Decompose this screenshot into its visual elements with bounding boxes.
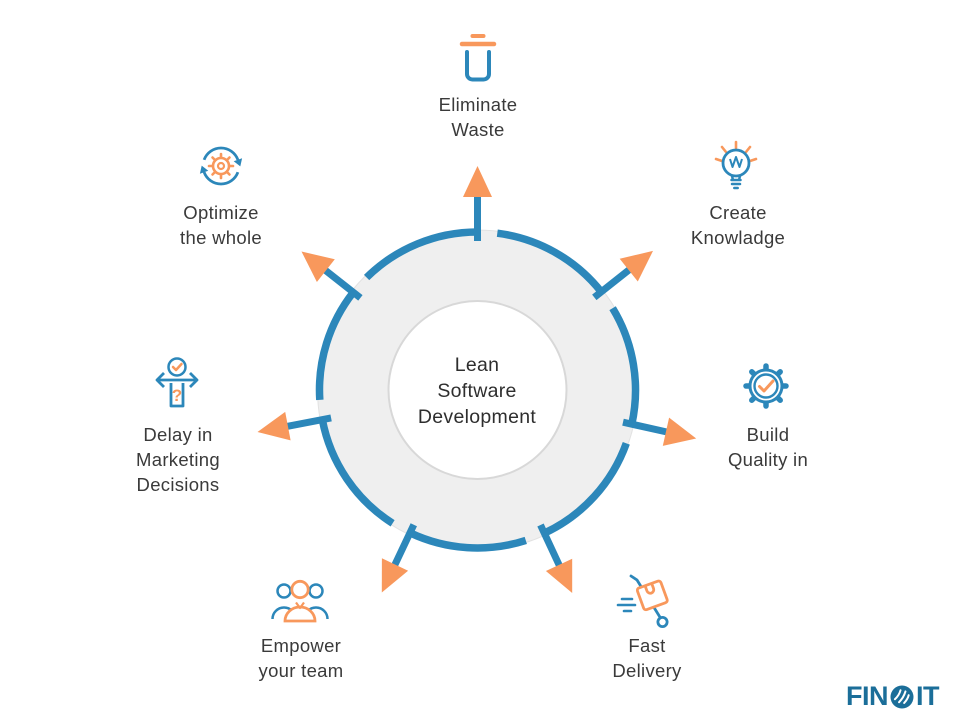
label-build-quality-in: Build Quality in: [728, 422, 808, 472]
label-line: Decisions: [136, 474, 220, 495]
arrow-head-delay-in-marketing-decisions: [257, 411, 291, 441]
arrow-stem-empower-your-team: [391, 523, 417, 567]
arrow-head-fast-delivery: [545, 558, 573, 593]
trash-icon: [459, 34, 497, 82]
finoit-logo: FIN IT: [846, 681, 940, 712]
arrow-head-create-knowladge: [619, 250, 653, 282]
svg-text:?: ?: [172, 386, 182, 405]
center-title-line: Lean: [454, 354, 500, 376]
ring-arc-segment: [496, 229, 605, 295]
logo-o-hand-icon: [890, 685, 914, 708]
label-eliminate-waste: Eliminate Waste: [439, 92, 518, 142]
ring-arc-segment: [315, 289, 357, 401]
gear-check-icon: [743, 363, 789, 409]
label-line: Build: [746, 424, 790, 445]
arrow-stem-build-quality-in: [622, 418, 668, 436]
logo-text-it: IT: [916, 681, 940, 711]
center-circle: [387, 300, 568, 480]
hand-truck-icon: [616, 574, 669, 629]
ring-arc-segment: [542, 442, 630, 537]
arrow-stem-delay-in-marketing-decisions: [286, 414, 332, 430]
refresh-gear-icon: [199, 146, 243, 186]
arrow-stem-optimize-the-whole: [322, 267, 363, 301]
arrow-head-eliminate-waste: [463, 166, 492, 197]
ring-arc-segment: [609, 306, 640, 426]
label-line: Quality in: [727, 449, 809, 470]
arrow-head-empower-your-team: [381, 558, 409, 593]
label-line: Delivery: [612, 660, 682, 681]
arrow-head-optimize-the-whole: [301, 251, 335, 282]
label-line: Marketing: [136, 449, 220, 470]
decision-signpost-icon: ?: [155, 357, 199, 408]
label-line: Knowladge: [690, 227, 786, 248]
label-line: Eliminate: [438, 94, 518, 115]
label-optimize-the-whole: Optimize the whole: [180, 200, 262, 250]
ring-arrows: [257, 166, 697, 593]
label-line: Create: [709, 202, 767, 223]
ring-arc-segment: [363, 228, 478, 281]
ring-arcs: [315, 228, 640, 552]
arrow-stem-fast-delivery: [537, 523, 563, 568]
label-line: Waste: [451, 119, 505, 140]
label-line: Empower: [260, 635, 342, 656]
arrow-head-build-quality-in: [662, 417, 697, 446]
label-line: Fast: [628, 635, 666, 656]
label-line: Optimize: [183, 202, 259, 223]
label-delay-in-marketing-decisions: Delay in Marketing Decisions: [136, 422, 220, 497]
label-fast-delivery: Fast Delivery: [612, 633, 681, 683]
center-title-line: Software: [437, 380, 517, 402]
team-icon: [271, 579, 329, 623]
label-line: the whole: [180, 227, 262, 248]
ring-arc-segment: [318, 418, 395, 527]
arrow-stem-create-knowladge: [592, 266, 632, 301]
center-title: Lean Software Development: [357, 352, 597, 430]
center-title-line: Development: [417, 406, 537, 428]
ring-arc-segment: [408, 529, 527, 552]
lightbulb-icon: [714, 140, 758, 190]
label-create-knowladge: Create Knowladge: [691, 200, 785, 250]
label-line: Delay in: [143, 424, 213, 445]
logo-text-fin: FIN: [846, 681, 889, 711]
label-line: your team: [258, 660, 344, 681]
label-empower-your-team: Empower your team: [259, 633, 344, 683]
